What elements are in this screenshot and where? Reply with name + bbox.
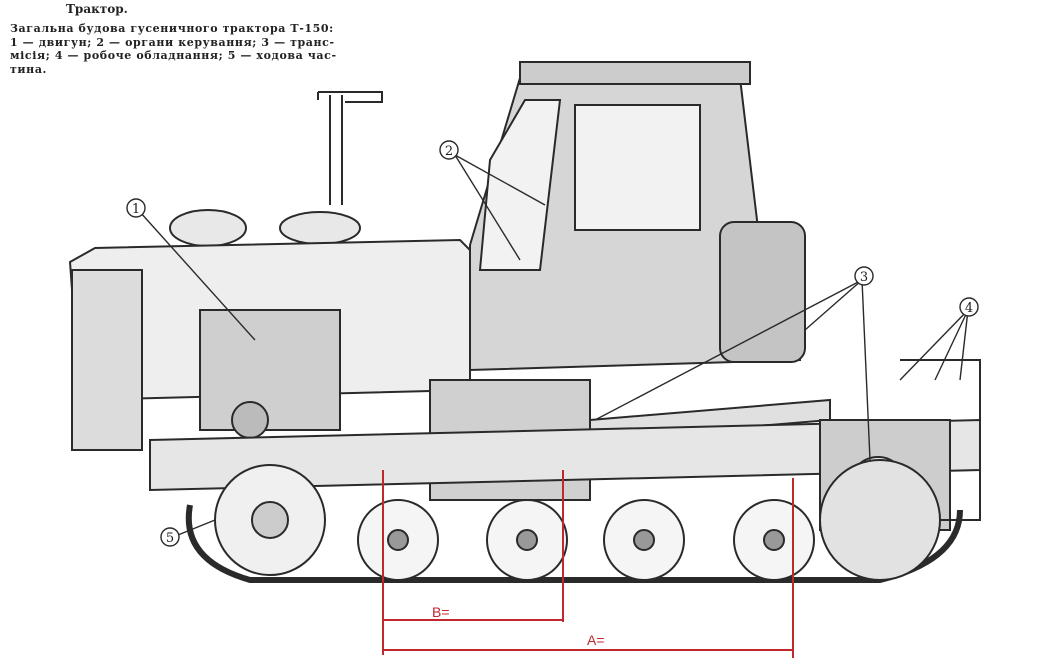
cab-window [574,104,701,231]
callout-3-circle [854,266,874,286]
air-filter [169,209,247,247]
callout-1-label: 1 [132,202,140,217]
callout-2-circle [439,140,459,160]
cab-roof [519,61,751,85]
callout-5-circle [160,527,180,547]
engine-block [199,309,341,431]
callout-4-circle [959,297,979,317]
caption: Трактор. Загальна будова гусеничного тра… [10,2,370,76]
dimension-b-label: B= [432,604,450,620]
callout-3-label: 3 [860,270,868,285]
caption-text: Загальна будова гусеничного трактора Т-1… [10,22,337,76]
exhaust-pipe [317,91,383,205]
dimension-a-label: A= [587,632,605,648]
callout-2-label: 2 [445,144,453,159]
radiator [71,269,143,451]
callout-4-label: 4 [965,301,973,316]
callout-5-label: 5 [166,531,174,546]
caption-title: Трактор. [66,2,128,16]
drive-sprocket [819,459,941,581]
fuel-tank [719,221,806,363]
callout-1-circle [126,198,146,218]
